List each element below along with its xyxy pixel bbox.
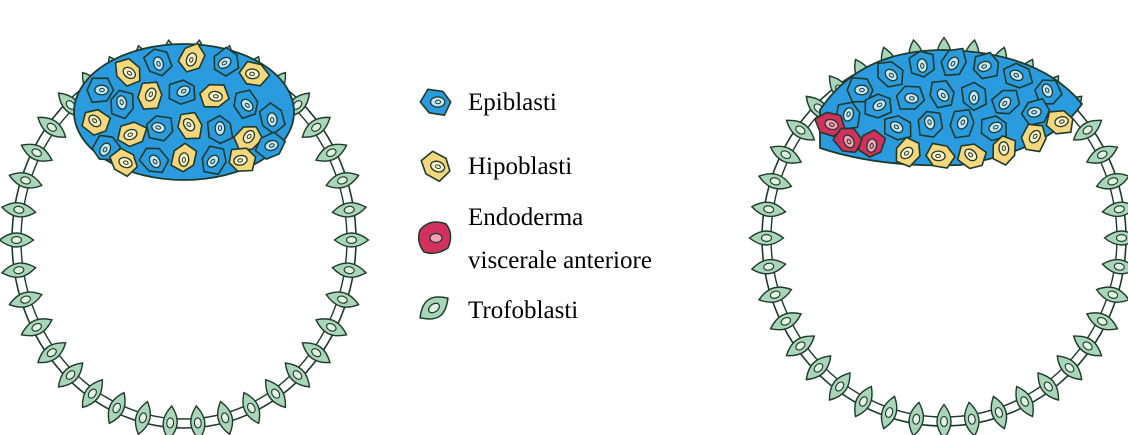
trophoblast-cell — [751, 200, 787, 219]
trophoblast-cell — [324, 288, 361, 312]
legend-label-hypoblast: Hipoblasti — [468, 153, 572, 180]
trophoblast-cell — [1, 200, 37, 219]
trophoblast-cell — [331, 261, 367, 280]
trophoblast-cell — [7, 288, 44, 312]
ave-cell-icon — [419, 222, 451, 253]
trophoblast-cell — [1105, 231, 1128, 245]
trophoblast-cell — [331, 200, 367, 219]
trophoblast-cell — [962, 401, 981, 435]
legend-label-trophoblast: Trofoblasti — [468, 297, 578, 324]
trophoblast-cell — [324, 169, 361, 193]
trophoblast-cell — [750, 231, 784, 245]
epiblast-icon-body — [420, 89, 450, 115]
legend-label-ave-line1: Endoderma — [468, 204, 583, 231]
epiblast-cell-icon — [420, 89, 450, 115]
legend-item-trophoblast: Trofoblasti — [414, 290, 578, 326]
trophoblast-cell — [1101, 200, 1128, 219]
inner-cell-mass-mixed — [74, 39, 294, 180]
trophoblast-cell — [335, 233, 369, 247]
trophoblast-cell — [214, 400, 237, 435]
legend-label-epiblast: Epiblasti — [468, 89, 557, 116]
trophoblast-cell — [1052, 351, 1086, 385]
trophoblast-cell — [54, 358, 88, 392]
trophoblast-cell — [1101, 257, 1128, 276]
trophoblast-cell-icon — [414, 290, 453, 326]
legend: Epiblasti Hipoblasti Endoderma viscerale… — [414, 89, 652, 326]
trophoblast-cell — [937, 405, 951, 435]
trophoblast-cell — [751, 257, 787, 276]
trophoblast-cell — [7, 169, 44, 193]
trophoblast-cell — [757, 283, 794, 307]
late-blastocyst — [750, 38, 1128, 435]
hypoblast-cell-icon — [417, 149, 454, 184]
trophoblast-cell — [162, 405, 179, 435]
trophoblast-cell — [0, 233, 34, 247]
legend-item-ave: Endoderma viscerale anteriore — [419, 204, 652, 274]
trophoblast-cell — [987, 394, 1011, 431]
trophoblast-cell — [189, 405, 206, 435]
legend-label-ave-line2: viscerale anteriore — [468, 247, 652, 274]
inner-cell-mass-segregated — [812, 43, 1082, 175]
trophoblast-cell — [757, 170, 794, 194]
hypoblast-icon-body — [417, 149, 454, 184]
trophoblast-cell — [280, 358, 314, 392]
trophoblast-cell — [132, 400, 155, 435]
trophoblast-cell — [877, 394, 901, 431]
trophoblast-cell — [907, 401, 926, 435]
early-blastocyst — [0, 39, 369, 435]
legend-item-epiblast: Epiblasti — [420, 89, 557, 116]
trophoblast-cell — [801, 351, 835, 385]
legend-item-hypoblast: Hipoblasti — [417, 149, 572, 184]
trophoblast-cell — [1, 261, 37, 280]
